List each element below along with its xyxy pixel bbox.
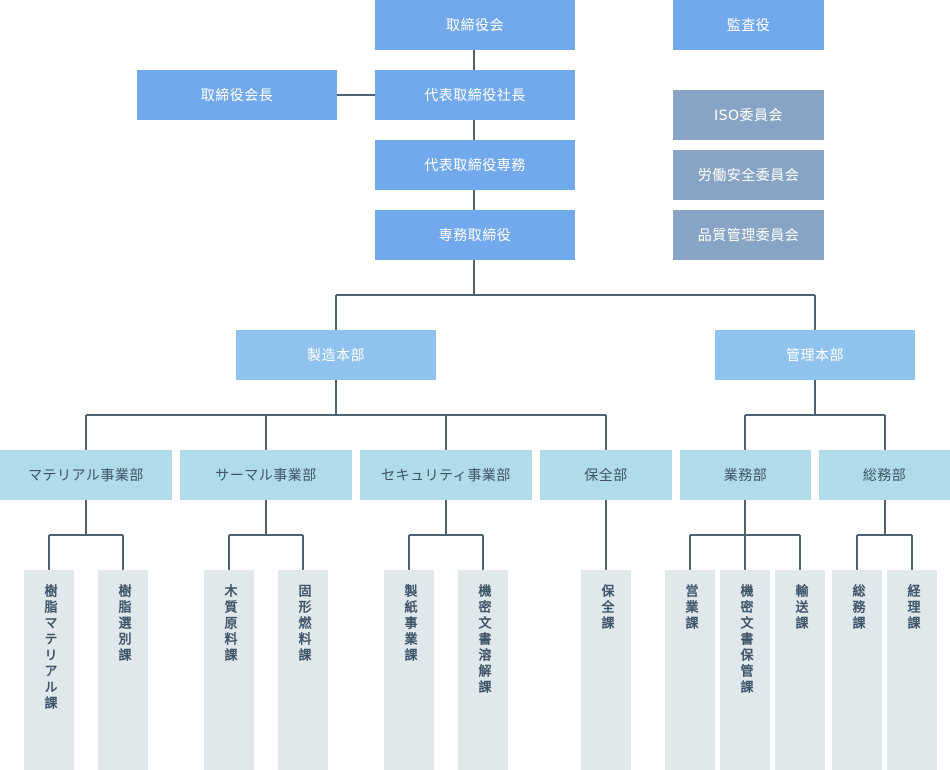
general-affairs-section: 総務課 (832, 570, 882, 770)
resin-sorting-section: 樹脂選別課 (98, 570, 148, 770)
auditor-box: 監査役 (673, 0, 824, 50)
sales-section: 営業課 (665, 570, 715, 770)
thermal-dept-box: サーマル事業部 (180, 450, 352, 500)
management-hq-box: 管理本部 (715, 330, 915, 380)
chairman-box: 取締役会長 (137, 70, 337, 120)
quality-committee-box: 品質管理委員会 (673, 210, 824, 260)
iso-committee-box: ISO委員会 (673, 90, 824, 140)
business-dept-box: 業務部 (680, 450, 811, 500)
president-box: 代表取締役社長 (375, 70, 575, 120)
doc-dissolve-section: 機密文書溶解課 (458, 570, 508, 770)
senior-md-box: 代表取締役専務 (375, 140, 575, 190)
doc-storage-section: 機密文書保管課 (720, 570, 770, 770)
resin-material-section: 樹脂マテリアル課 (24, 570, 74, 770)
maintenance-dept-box: 保全部 (540, 450, 672, 500)
papermaking-section: 製紙事業課 (384, 570, 434, 770)
md-box: 専務取締役 (375, 210, 575, 260)
manufacturing-hq-box: 製造本部 (236, 330, 436, 380)
solid-fuel-section: 固形燃料課 (278, 570, 328, 770)
accounting-section: 経理課 (887, 570, 937, 770)
maintenance-section: 保全課 (581, 570, 631, 770)
transport-section: 輸送課 (775, 570, 825, 770)
safety-committee-box: 労働安全委員会 (673, 150, 824, 200)
material-dept-box: マテリアル事業部 (0, 450, 172, 500)
board-box: 取締役会 (375, 0, 575, 50)
wood-raw-section: 木質原料課 (204, 570, 254, 770)
security-dept-box: セキュリティ事業部 (360, 450, 532, 500)
general-dept-box: 総務部 (819, 450, 950, 500)
